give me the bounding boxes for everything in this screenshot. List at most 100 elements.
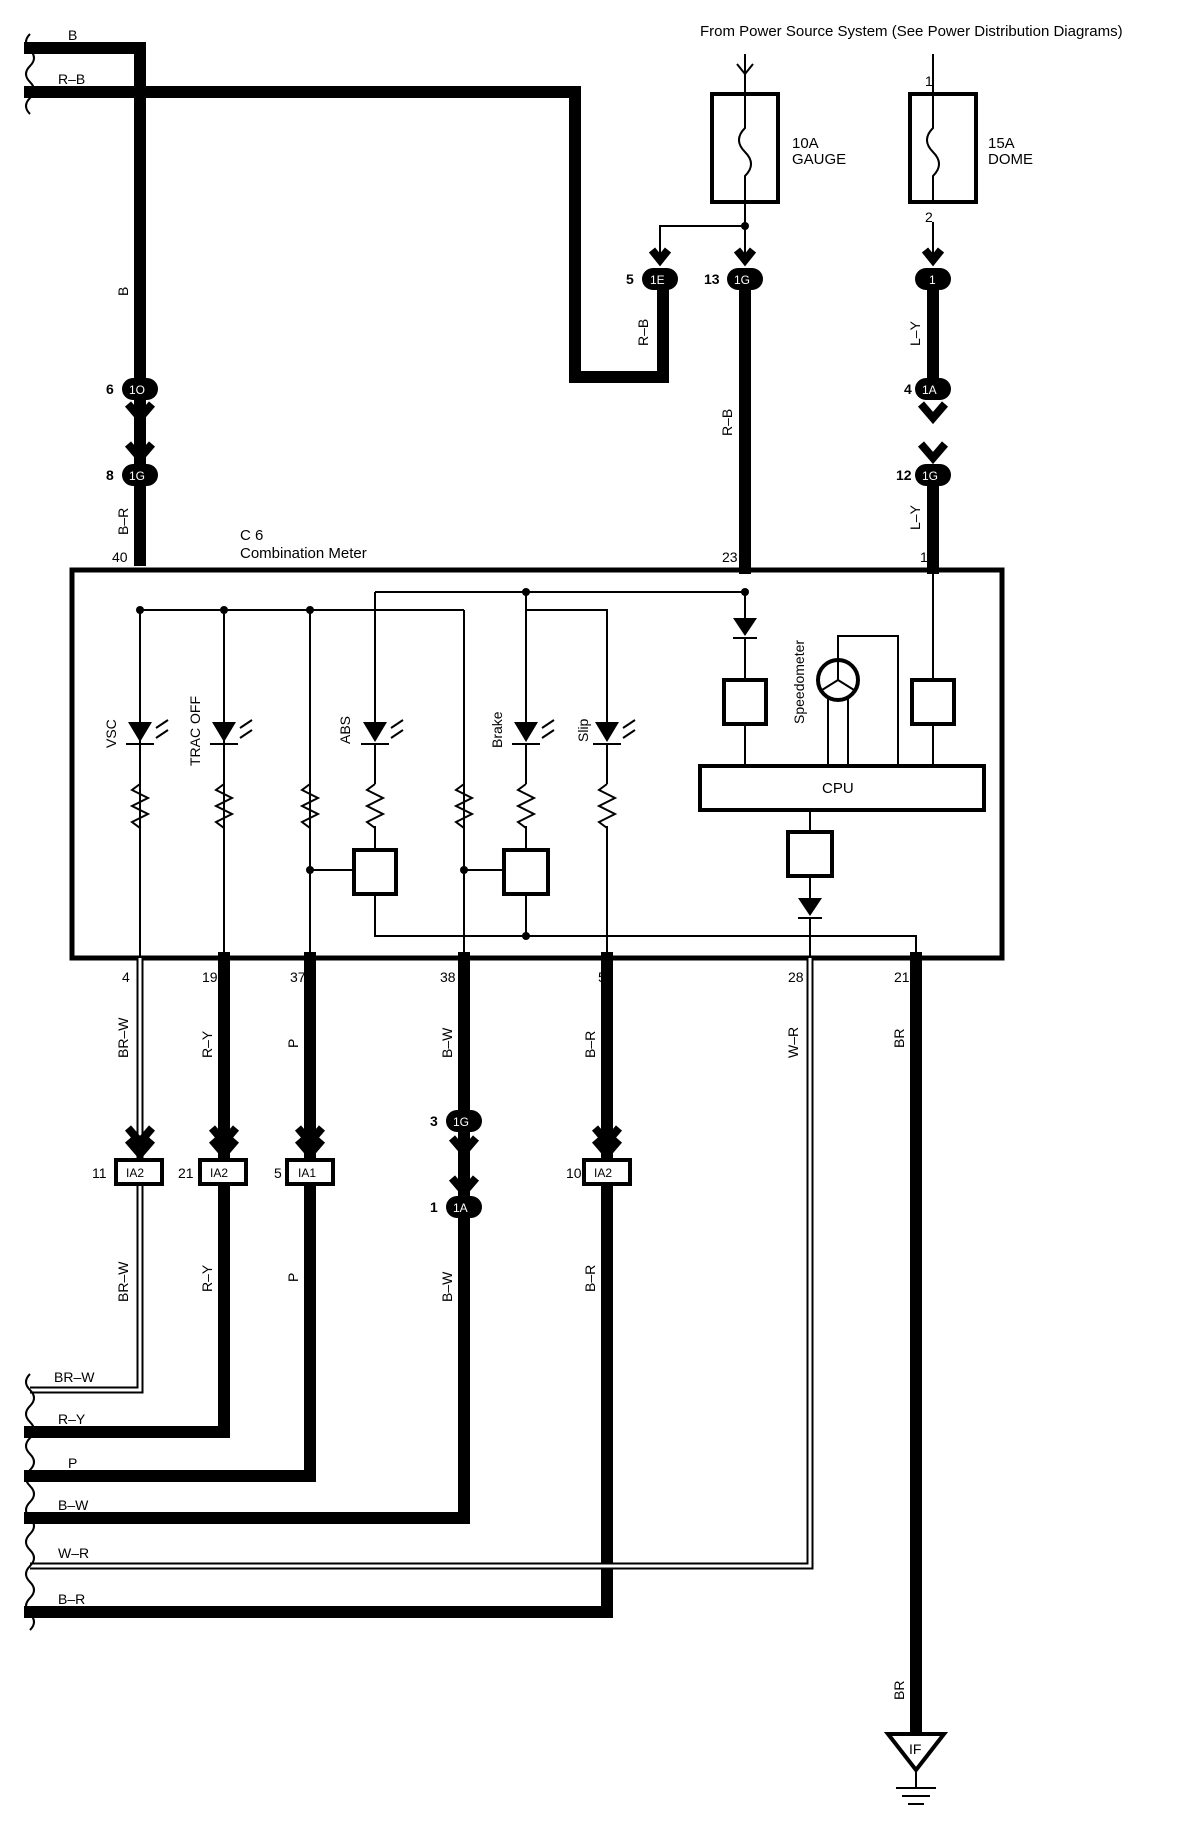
connector-1-right	[915, 268, 951, 290]
fuse-dome-pin-out: 2	[925, 209, 933, 225]
fuse-element-icon	[926, 94, 940, 202]
connector-1g-right-label: 1G	[922, 469, 938, 483]
wire-label-wr-upper: W–R	[785, 1027, 801, 1058]
led-icon	[595, 722, 619, 742]
cpu-box	[698, 764, 986, 812]
connector-1g-low	[446, 1110, 482, 1132]
wire-label-p-lower: P	[285, 1273, 301, 1282]
wire-label-ry-upper: R–Y	[199, 1030, 215, 1058]
fuse-dome-pin-in: 1	[925, 73, 933, 89]
connector-1a-right	[915, 378, 951, 400]
wire-label-rb-top: R–B	[58, 71, 85, 87]
fuse-dome-rating: 15A	[988, 135, 1015, 152]
connector-arrow	[917, 441, 949, 465]
connector-arrow	[917, 401, 949, 425]
indicator-abs: ABS	[337, 716, 353, 744]
connector-arrow	[124, 401, 156, 425]
bottom-label-p: P	[68, 1455, 77, 1471]
cpu-output-box	[786, 830, 834, 878]
connector-1g-mid-label: 1G	[734, 273, 750, 287]
connector-arrow	[294, 1125, 326, 1149]
fuse-element-icon	[738, 94, 752, 202]
connector-arrow	[124, 1125, 156, 1149]
connector-arrow	[448, 1175, 480, 1199]
cpu-input-box-left	[722, 678, 768, 726]
wire-ry	[24, 952, 230, 1438]
wire-wr-inner	[30, 958, 812, 1568]
connector-1g-left-pin: 8	[106, 467, 114, 483]
wire-p	[24, 952, 316, 1482]
connector-1g-mid-pin: 13	[704, 271, 720, 287]
connector-1o-pin: 6	[106, 381, 114, 397]
connector-arrow	[208, 1125, 240, 1149]
arrow-icon	[921, 247, 945, 267]
junction-dot	[741, 222, 749, 230]
abs-driver-box	[352, 848, 398, 896]
wire-label-ly-upper: L–Y	[907, 320, 923, 346]
led-rays-icon	[390, 719, 404, 739]
meter-pin-21: 21	[894, 969, 910, 985]
connector-1-right-label: 1	[929, 273, 936, 287]
connector-ia2-c	[582, 1158, 632, 1186]
meter-pin-4: 4	[122, 969, 130, 985]
connector-1g-right-pin: 12	[896, 467, 912, 483]
connector-1o	[122, 378, 158, 400]
fuse-gauge-name: GAUGE	[792, 151, 846, 168]
wire-label-brw-lower: BR–W	[115, 1261, 131, 1302]
connector-ia2-b-pin: 21	[178, 1165, 194, 1181]
wire-gauge-split	[659, 202, 746, 262]
bottom-label-br: B–R	[58, 1591, 85, 1607]
wire-label-br-vertical: B–R	[115, 508, 131, 535]
connector-1g-right	[915, 464, 951, 486]
connector-1e-pin: 5	[626, 271, 634, 287]
connector-arrow	[591, 1137, 623, 1161]
slip-line	[526, 609, 608, 722]
wire-label-br-upper: B–R	[582, 1031, 598, 1058]
connector-1e	[642, 268, 678, 290]
connector-ia1	[285, 1158, 335, 1186]
power-source-note: From Power Source System (See Power Dist…	[700, 23, 1123, 40]
ground-id: IF	[909, 1741, 921, 1757]
connector-ia2-c-label: IA2	[594, 1166, 612, 1180]
bottom-label-brw: BR–W	[54, 1369, 95, 1385]
resistor-icon	[364, 783, 386, 829]
bottom-label-bw: B–W	[58, 1497, 89, 1513]
led-icon	[363, 722, 387, 742]
ground-point-icon	[883, 1732, 949, 1774]
connector-ia2-b-label: IA2	[210, 1166, 228, 1180]
wire-label-p-upper: P	[285, 1039, 301, 1048]
connector-ia1-pin: 5	[274, 1165, 282, 1181]
wire-rb	[24, 86, 669, 383]
wire-label-b-vertical: B	[115, 287, 131, 296]
resistor-icon	[596, 783, 618, 829]
meter-pin-23: 23	[722, 549, 738, 565]
wire-label-br-lower: B–R	[582, 1265, 598, 1292]
connector-1e-label: 1E	[650, 273, 665, 287]
wire-label-rb-main: R–B	[719, 409, 735, 436]
wire-break-mark-bottom	[25, 1373, 35, 1631]
connector-1a-right-pin: 4	[904, 381, 912, 397]
connector-arrow	[208, 1137, 240, 1161]
speedometer-needle-icon	[821, 662, 855, 691]
led-rays-icon	[541, 719, 555, 739]
meter-pin-40: 40	[112, 549, 128, 565]
wire-brw-inner	[30, 958, 142, 1392]
connector-ia2-c-pin: 10	[566, 1165, 582, 1181]
wire-label-brw-upper: BR–W	[115, 1017, 131, 1058]
meter-pin-19: 19	[202, 969, 218, 985]
connector-arrow	[124, 441, 156, 465]
internal-link-bottom	[374, 894, 917, 958]
meter-name: Combination Meter	[240, 545, 367, 562]
connector-1a-low	[446, 1196, 482, 1218]
led-icon	[128, 722, 152, 742]
wire-label-ry-lower: R–Y	[199, 1264, 215, 1292]
speedometer-label: Speedometer	[791, 640, 807, 724]
bottom-label-wr: W–R	[58, 1545, 89, 1561]
wire-label-ly-lower: L–Y	[907, 504, 923, 530]
connector-arrow	[124, 1137, 156, 1161]
meter-pin-1: 1	[920, 549, 928, 565]
arrow-icon	[648, 247, 672, 267]
connector-1g-low-pin: 3	[430, 1113, 438, 1129]
wire-bw	[24, 952, 470, 1524]
diode-icon	[798, 898, 822, 916]
